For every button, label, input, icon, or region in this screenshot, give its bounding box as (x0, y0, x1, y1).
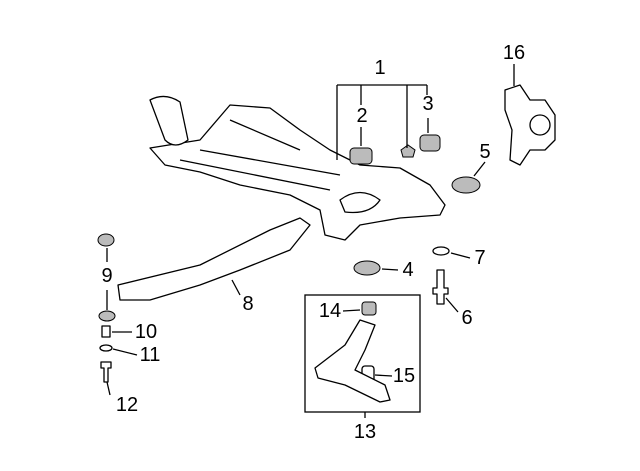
callout-6: 6 (461, 307, 473, 329)
callout-5: 5 (479, 141, 491, 163)
callout-9: 9 (101, 265, 113, 287)
mount-2 (349, 147, 373, 165)
callout-11: 11 (139, 344, 161, 366)
callout-16: 16 (502, 42, 526, 64)
nut (400, 144, 416, 158)
callout-15: 15 (392, 365, 416, 387)
bushing-14 (361, 301, 377, 316)
callout-10: 10 (134, 321, 158, 343)
mount-3 (419, 134, 441, 152)
insulator-5 (451, 176, 481, 194)
callout-7: 7 (474, 247, 486, 269)
callout-13: 13 (353, 421, 377, 443)
bushing-9-top (97, 233, 115, 247)
bushing-9 (98, 310, 116, 322)
bolt-6 (432, 269, 449, 305)
callout-12: 12 (115, 394, 139, 416)
callout-8: 8 (242, 293, 254, 315)
callout-14: 14 (318, 300, 342, 322)
leader-lines (106, 64, 515, 418)
callout-4: 4 (402, 259, 414, 281)
control-arm (314, 319, 391, 403)
brace (117, 217, 311, 301)
callout-3: 3 (422, 93, 434, 115)
washer-7 (432, 246, 450, 256)
spacer-10 (101, 325, 111, 338)
control-arm-box (304, 294, 421, 413)
washer-11 (99, 344, 113, 352)
crossmember (149, 95, 446, 241)
bolt-12 (100, 361, 112, 383)
insulator-4 (353, 260, 381, 276)
callout-2: 2 (356, 105, 368, 127)
callout-1: 1 (374, 57, 386, 79)
